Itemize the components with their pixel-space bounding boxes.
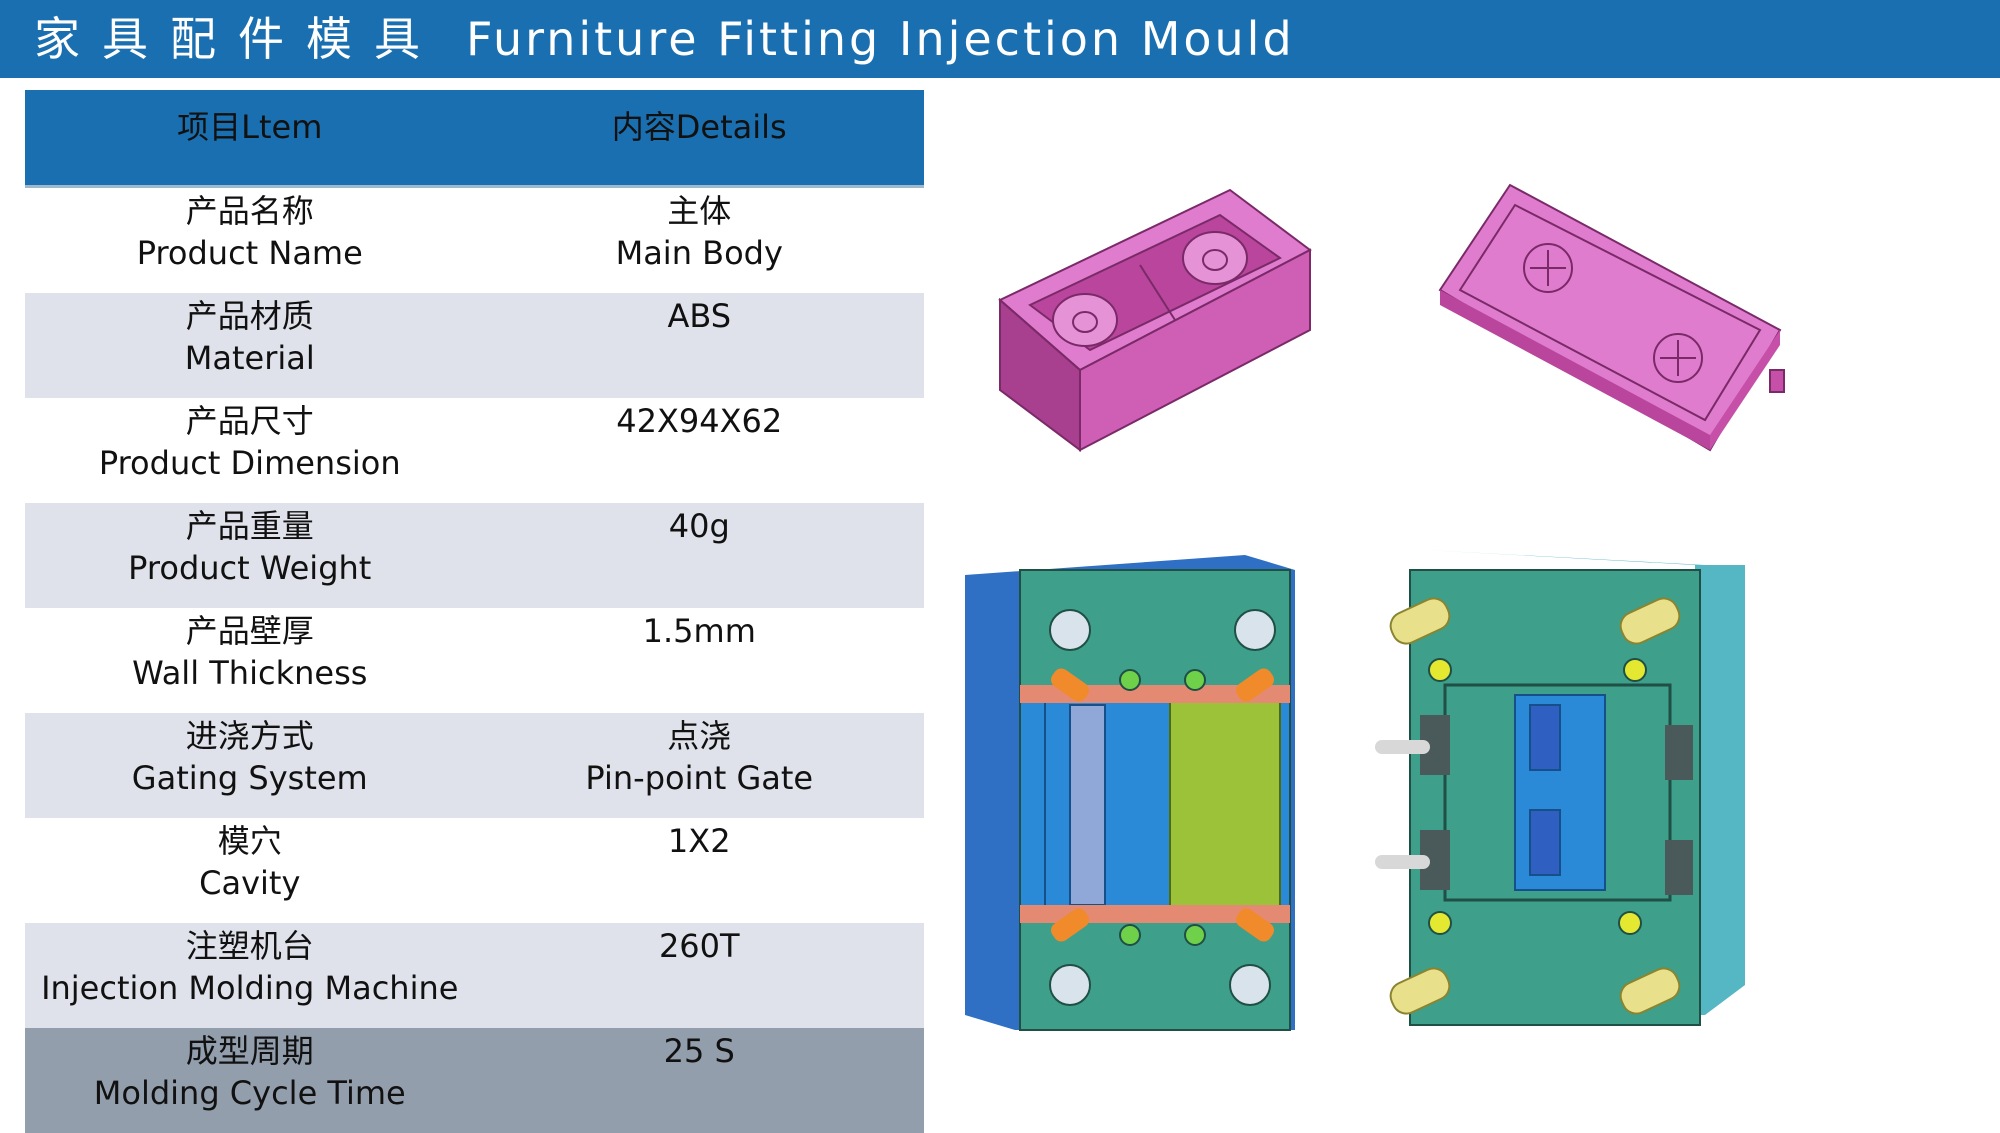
item-cell: 产品壁厚 Wall Thickness <box>25 608 475 713</box>
item-en: Gating System <box>131 759 368 797</box>
item-cell: 注塑机台 Injection Molding Machine <box>25 923 475 1028</box>
title-chinese: 家具配件模具 <box>34 12 442 66</box>
column-header-details: 内容Details <box>474 90 924 188</box>
item-en: Material <box>184 339 315 377</box>
item-en: Molding Cycle Time <box>93 1074 406 1112</box>
item-cn: 成型周期 <box>185 1032 314 1070</box>
value-cn: 1.5mm <box>642 612 756 650</box>
value-cn: 点浇 <box>667 717 732 755</box>
item-cn: 注塑机台 <box>185 927 314 965</box>
value-cell: 1.5mm <box>475 608 925 713</box>
value-cell: 点浇 Pin-point Gate <box>474 713 924 818</box>
value-cn: 40g <box>668 507 730 545</box>
item-cell: 进浇方式 Gating System <box>25 713 475 818</box>
title-english: Furniture Fitting Injection Mould <box>466 12 1295 66</box>
item-cn: 产品名称 <box>185 192 314 230</box>
table-row: 产品材质 Material ABS <box>25 293 924 398</box>
item-cn: 产品材质 <box>185 297 314 335</box>
value-cn: 42X94X62 <box>616 402 783 440</box>
table-row: 产品尺寸 Product Dimension 42X94X62 <box>25 398 924 503</box>
value-cn: ABS <box>667 297 732 335</box>
item-cell: 产品名称 Product Name <box>25 187 475 294</box>
value-cell: 主体 Main Body <box>475 187 925 294</box>
table-row: 注塑机台 Injection Molding Machine 260T <box>25 923 924 1028</box>
table-row: 产品壁厚 Wall Thickness 1.5mm <box>25 608 924 713</box>
value-en: Pin-point Gate <box>585 759 814 797</box>
value-cn: 1X2 <box>667 822 731 860</box>
item-cell: 产品材质 Material <box>25 293 475 398</box>
page-title: 家具配件模具 Furniture Fitting Injection Mould <box>34 10 1295 68</box>
value-cn: 260T <box>658 927 740 965</box>
item-en: Product Dimension <box>98 444 401 482</box>
value-cell: 42X94X62 <box>475 398 925 503</box>
item-en: Injection Molding Machine <box>41 969 459 1007</box>
value-cell: ABS <box>474 293 924 398</box>
value-en: Main Body <box>615 234 783 272</box>
value-cell: 260T <box>474 923 924 1028</box>
spec-table: 项目Ltem 内容Details 产品名称 Product Name 主体 Main… <box>25 90 924 1133</box>
item-cn: 产品重量 <box>185 507 314 545</box>
item-en: Wall Thickness <box>132 654 368 692</box>
product-render-bottom <box>1438 183 1785 452</box>
table-row: 产品重量 Product Weight 40g <box>25 503 924 608</box>
item-cell: 模穴 Cavity <box>25 818 475 923</box>
item-en: Product Weight <box>128 549 372 587</box>
item-cn: 进浇方式 <box>185 717 314 755</box>
item-cn: 产品壁厚 <box>185 612 314 650</box>
table-header-row: 项目Ltem 内容Details <box>25 90 924 188</box>
item-en: Product Name <box>136 234 363 272</box>
value-cn: 25 S <box>663 1032 735 1070</box>
value-cell: 1X2 <box>475 818 925 923</box>
item-cell: 产品重量 Product Weight <box>25 503 475 608</box>
column-header-item: 项目Ltem <box>25 90 475 188</box>
table-row: 产品名称 Product Name 主体 Main Body <box>25 187 924 294</box>
mould-render-moving-half <box>1375 550 1745 1026</box>
item-cell: 产品尺寸 Product Dimension <box>25 398 475 503</box>
header-banner: 家具配件模具 Furniture Fitting Injection Mould <box>0 0 2000 78</box>
table-row: 进浇方式 Gating System 点浇 Pin-point Gate <box>25 713 924 818</box>
mould-render-fixed-half <box>965 555 1295 1031</box>
table-row: 模穴 Cavity 1X2 <box>25 818 924 923</box>
item-cell: 成型周期 Molding Cycle Time <box>25 1028 475 1133</box>
value-cell: 40g <box>474 503 924 608</box>
item-cn: 模穴 <box>217 822 282 860</box>
value-cell: 25 S <box>474 1028 924 1133</box>
table-row: 成型周期 Molding Cycle Time 25 S <box>25 1028 924 1133</box>
item-en: Cavity <box>199 864 301 902</box>
product-render-top <box>998 188 1312 452</box>
item-cn: 产品尺寸 <box>185 402 314 440</box>
value-cn: 主体 <box>667 192 732 230</box>
